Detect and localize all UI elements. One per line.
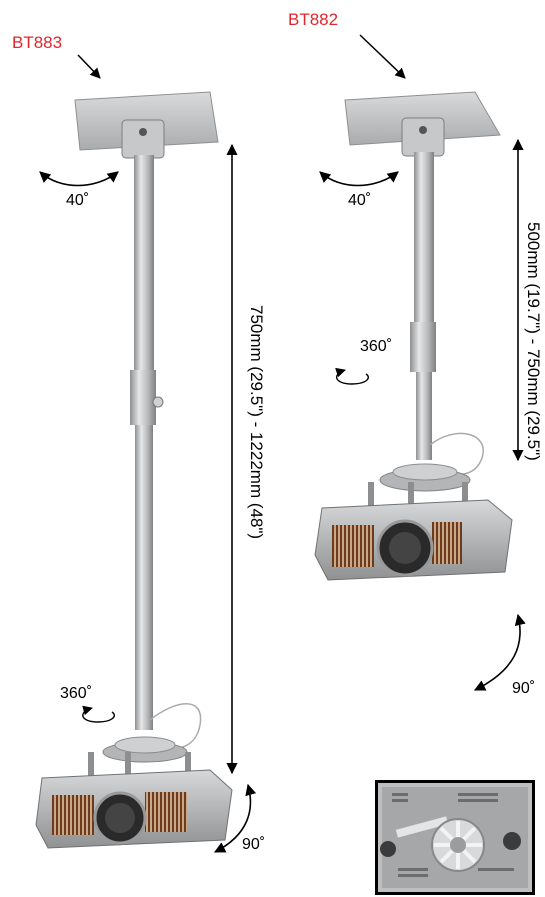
right-projector-grille-left [332,525,374,567]
adapter-detail-illustration [378,783,532,892]
right-upper-tube [414,152,434,327]
right-model-label: BT882 [288,10,339,29]
adapter-detail-inset [375,780,535,895]
left-rotation-label: 360˚ [60,685,93,702]
left-pitch-label: 90˚ [242,836,266,853]
left-pointer-arrow [77,54,101,79]
right-extension-joint [410,322,436,372]
right-projector-grille-right [432,522,462,564]
right-lower-tube [416,372,432,460]
right-rotation-label: 360˚ [360,338,393,355]
right-tilt-arrow [319,171,399,187]
left-tilt-arrow [39,171,119,187]
left-model-label: BT883 [12,33,63,52]
right-rotation-arrow [335,367,369,385]
right-pitch-arrow [473,613,526,691]
left-pitch-arrow [214,783,257,853]
left-extension-joint [130,370,156,425]
right-mount [314,34,526,691]
left-projector-grille-left [52,795,94,835]
right-bracket [401,117,445,157]
left-projector-grille-right [145,792,187,832]
left-bracket [121,119,165,159]
left-mount [35,54,257,853]
left-upper-tube [134,155,154,375]
left-tilt-label: 40˚ [66,192,90,209]
right-tilt-label: 40˚ [348,192,372,209]
right-pointer-arrow [359,34,406,79]
left-rotation-arrow [82,705,115,723]
left-lower-tube [135,425,153,730]
right-length-label: 500mm (19.7") - 750mm (29.5") [524,222,543,461]
left-length-label: 750mm (29.5") - 1222mm (48") [247,305,266,540]
right-pitch-label: 90˚ [512,680,536,697]
